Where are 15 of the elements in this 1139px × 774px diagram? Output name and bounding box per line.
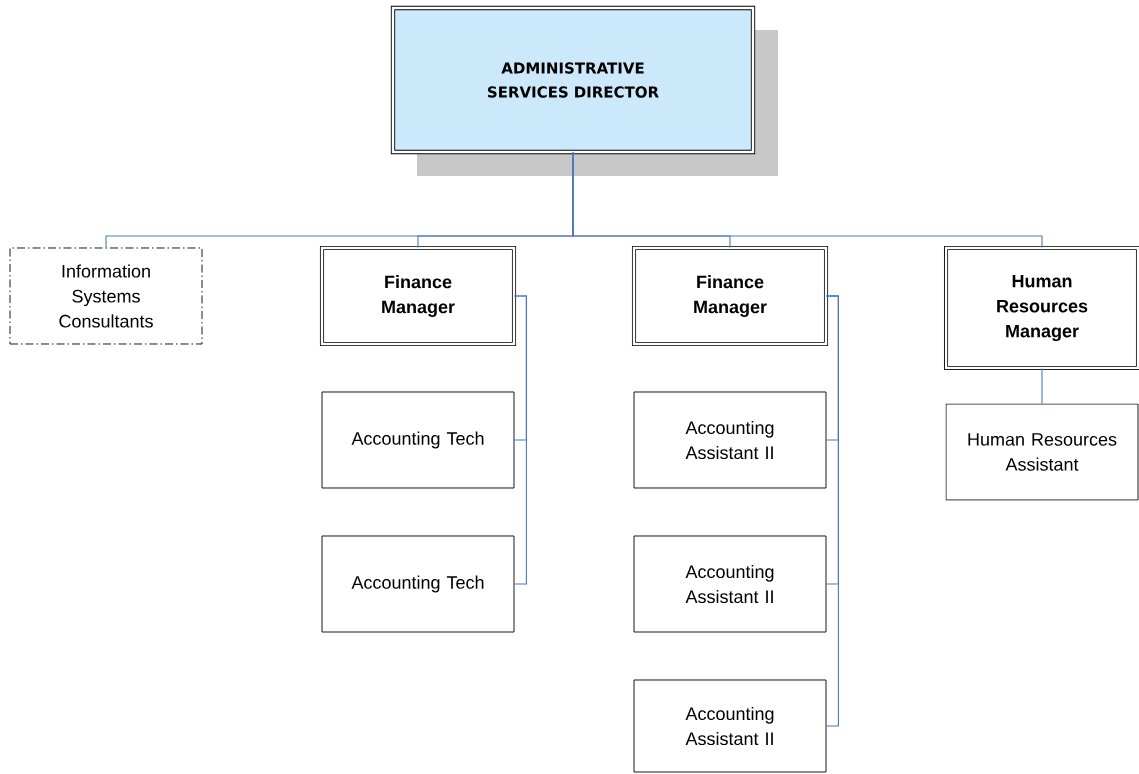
director-box: ADMINISTRATIVE SERVICES DIRECTOR: [390, 5, 778, 176]
position-box: Human Resources Assistant: [945, 403, 1139, 501]
position-box: Accounting Assistant II: [633, 535, 827, 633]
manager-box: Finance Manager: [631, 245, 829, 347]
consultant-box: Information Systems Consultants: [9, 247, 203, 345]
connector-line: [825, 295, 839, 727]
connector-line: [513, 295, 527, 585]
position-box: Accounting Assistant II: [633, 679, 827, 773]
manager-box: Human Resources Manager: [943, 245, 1139, 371]
manager-box: Finance Manager: [319, 245, 517, 347]
position-box: Accounting Tech: [321, 535, 515, 633]
connector-line: [572, 151, 1043, 249]
connector-line: [1041, 367, 1043, 405]
position-box: Accounting Tech: [321, 391, 515, 489]
position-box: Accounting Assistant II: [633, 391, 827, 489]
